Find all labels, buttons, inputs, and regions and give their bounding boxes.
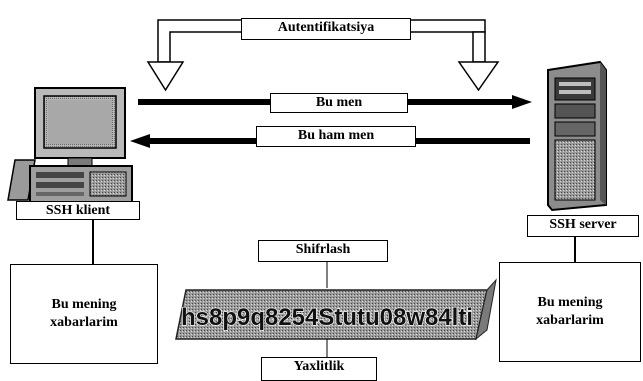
server-label: SSH server	[527, 215, 639, 237]
auth-left-arrowhead	[146, 61, 185, 92]
encryption-label: Shifrlash	[258, 240, 388, 262]
auth-right-arrowhead	[457, 61, 500, 92]
computer-icon	[7, 87, 133, 203]
client-message-text: Bu mening xabarlarim	[50, 297, 118, 330]
authentication-label: Autentifikatsiya	[241, 18, 411, 40]
request-label: Bu men	[270, 93, 408, 113]
response-label: Bu ham men	[256, 126, 416, 147]
integrity-label: Yaxlitlik	[261, 357, 377, 381]
client-message-box: Bu mening xabarlarim	[10, 264, 158, 364]
server-message-box: Bu mening xabarlarim	[499, 262, 641, 362]
server-message-text: Bu mening xabarlarim	[536, 295, 604, 328]
cipher-text: hs8p9q8254Stutu08w84lti	[181, 304, 473, 331]
client-label: SSH klient	[16, 201, 140, 220]
cipher-bar: hs8p9q8254Stutu08w84lti	[175, 278, 497, 341]
auth-right-arm	[472, 31, 486, 63]
server-icon	[547, 60, 607, 212]
